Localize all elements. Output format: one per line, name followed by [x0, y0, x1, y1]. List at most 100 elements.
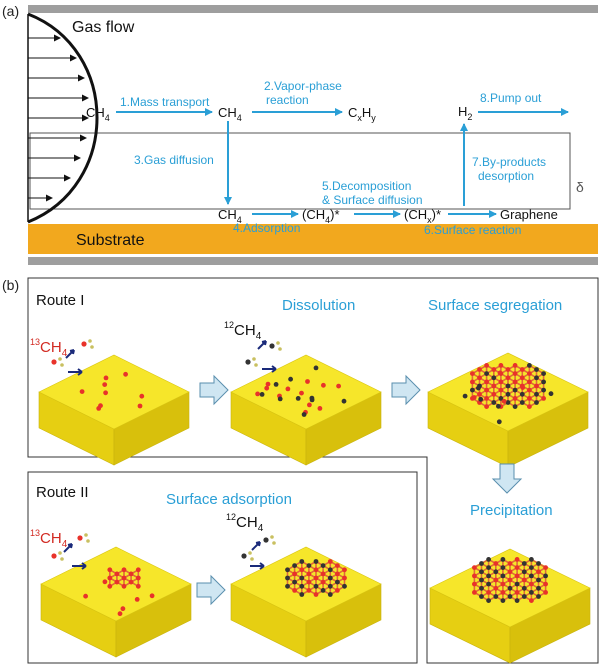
atom: [477, 367, 482, 372]
atom: [484, 404, 489, 409]
atom: [273, 382, 279, 387]
atom: [514, 590, 520, 595]
atom: [470, 371, 475, 376]
atom: [507, 561, 513, 566]
atom: [529, 565, 534, 570]
atom: [335, 588, 340, 593]
atom: [536, 594, 541, 599]
atom: [306, 588, 312, 593]
atom: [500, 581, 506, 587]
route-2-frame: [27, 471, 418, 664]
atom: [265, 381, 271, 387]
atom: [543, 565, 548, 570]
cube-route1-precipitation: [429, 548, 591, 664]
ch4-surface-label: CH4: [218, 207, 242, 225]
atom: [103, 375, 109, 381]
molecule-atom: [272, 541, 276, 545]
route-1-frame: [27, 277, 599, 664]
atom: [519, 375, 525, 381]
atom: [512, 363, 518, 368]
atom: [327, 583, 333, 589]
atom: [476, 385, 481, 391]
atom: [536, 585, 541, 591]
atom: [514, 581, 520, 587]
atom: [527, 387, 532, 393]
atom: [121, 575, 127, 581]
atom: [341, 398, 347, 404]
atom: [498, 387, 504, 393]
atom: [478, 396, 484, 402]
arrow-route2: [196, 574, 226, 606]
atom: [507, 577, 513, 583]
bottom-rail: [28, 257, 598, 265]
atom: [491, 383, 497, 389]
atom: [114, 571, 120, 577]
atom: [320, 588, 326, 593]
atom: [500, 598, 506, 603]
step-4-label: 4.Adsorption: [233, 221, 300, 235]
step-5-label-line2: & Surface diffusion: [322, 193, 423, 207]
atom: [505, 391, 511, 397]
atom: [514, 557, 520, 562]
atom: [320, 579, 326, 585]
atom: [512, 396, 518, 401]
atom: [107, 575, 113, 581]
atom: [491, 375, 497, 381]
atom: [521, 594, 527, 599]
atom: [500, 565, 506, 570]
atom: [512, 371, 518, 376]
atom: [123, 371, 128, 377]
atom: [327, 559, 333, 564]
molecule-atom: [60, 557, 64, 561]
step-7-label-line1: 7.By-products: [472, 155, 546, 169]
atom: [102, 579, 108, 585]
molecule-atom: [241, 553, 247, 559]
c13-ch4-label-route2: 13CH4: [30, 528, 68, 550]
atom: [472, 573, 477, 579]
cube-route2-initial: [40, 533, 192, 658]
atom: [139, 393, 145, 399]
c13-ch4-label-route1: 13CH4: [30, 337, 68, 359]
atom: [342, 583, 347, 589]
atom: [529, 581, 534, 587]
atom: [543, 590, 548, 595]
atom: [512, 379, 518, 385]
molecule-atom: [84, 533, 88, 537]
atom: [121, 567, 127, 573]
atom: [521, 569, 527, 575]
atom: [299, 559, 305, 564]
atom: [541, 396, 546, 401]
atom: [493, 585, 499, 591]
atom: [484, 379, 489, 385]
atom: [519, 367, 525, 372]
atom: [259, 392, 265, 397]
atom: [292, 571, 297, 577]
route-1-label: Route I: [36, 292, 84, 309]
atom: [327, 575, 333, 581]
atom: [149, 593, 155, 599]
atom: [514, 565, 520, 570]
atom: [128, 571, 134, 577]
atom: [288, 376, 293, 382]
atom: [534, 400, 539, 405]
atom: [497, 370, 503, 376]
atom: [313, 583, 319, 589]
atom: [277, 396, 283, 402]
atom: [301, 412, 307, 417]
atom: [534, 367, 539, 372]
atom: [306, 571, 312, 577]
molecule-atom: [254, 363, 258, 367]
atom: [285, 583, 290, 589]
atom: [484, 396, 489, 401]
molecule-atom: [248, 551, 252, 555]
atom: [548, 391, 554, 397]
cube-route2-adsorption: [230, 535, 382, 658]
atom: [306, 579, 312, 585]
molecule-arrows: [63, 340, 277, 570]
atom: [505, 383, 511, 389]
atom: [295, 396, 301, 401]
molecule-atom: [270, 535, 274, 539]
atom: [519, 391, 525, 397]
atom: [527, 379, 532, 385]
atom: [507, 594, 513, 599]
